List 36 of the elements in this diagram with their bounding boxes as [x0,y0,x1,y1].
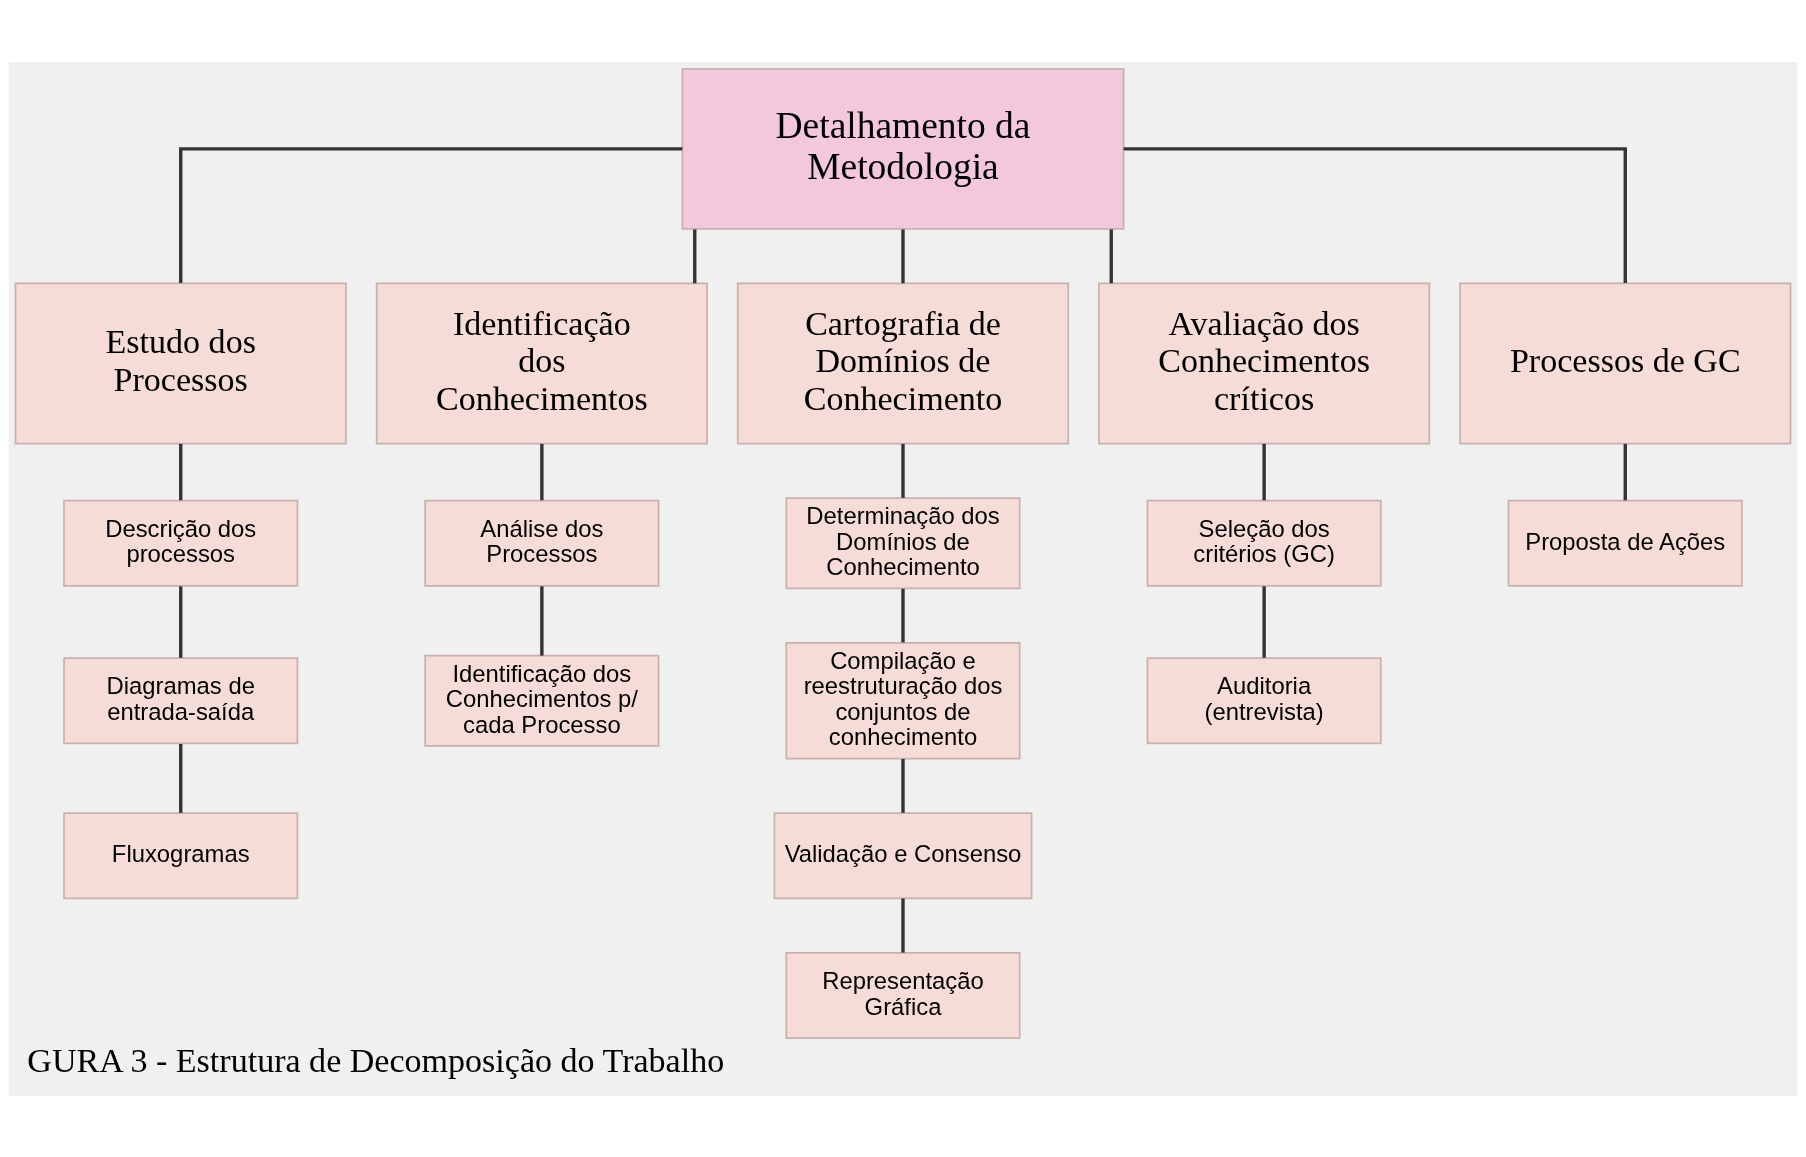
node-box: Diagramas de entrada-saída [63,656,299,744]
node-box: Cartografia de Domínios de Conhecimento [736,282,1070,444]
connector [1262,585,1266,658]
connector [540,585,544,656]
node-box: Identificação dos Conhecimentos [375,282,708,444]
connector [693,228,697,283]
node-box: Estudo dos Processos [14,282,347,444]
connector [1109,228,1113,283]
node-box: Proposta de Ações [1507,499,1743,587]
node-box: Avaliação dos Conhecimentos críticos [1098,282,1431,444]
node-box: Identificação dos Conhecimentos p/ cada Processo [424,654,660,747]
node-box: Detalhamento da Metodologia [681,67,1125,230]
connector [901,588,905,642]
connector [540,443,544,500]
caption: GURA 3 - Estrutura de Decomposição do Trabalho [27,1041,725,1079]
connector [179,585,183,658]
connector [901,758,905,813]
connector [901,228,905,283]
connector [1262,443,1266,500]
node-box: Compilação e reestruturação dos conjuntos de conhecimento [785,641,1021,760]
node-box: Seleção dos critérios (GC) [1146,499,1382,587]
connector [901,443,905,498]
node-box: Descrição dos processos [63,499,299,587]
connector [901,898,905,953]
node-box: Fluxogramas [63,811,299,899]
connector [179,443,183,500]
node-box: Validação e Consenso [773,811,1033,899]
node-box: Auditoria (entrevista) [1146,656,1382,744]
connector [1623,443,1627,500]
node-box: Determinação dos Domínios de Conhecimento [785,496,1021,589]
node-box: Representação Gráfica [785,951,1021,1039]
node-box: Análise dos Processos [424,499,660,587]
connector [179,146,683,283]
node-box: Processos de GC [1459,282,1792,444]
connector [179,743,183,813]
connector [1123,146,1627,283]
